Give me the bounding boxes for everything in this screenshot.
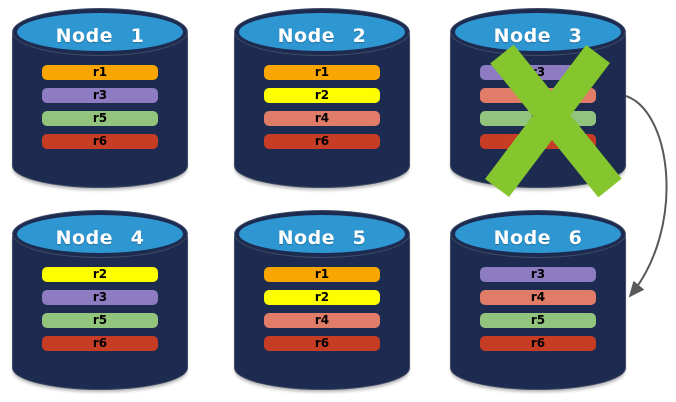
replica-label: r5 — [530, 111, 546, 125]
replica-label: r3 — [530, 267, 546, 281]
node-title: Node 1 — [55, 24, 145, 47]
replica-bar: r4 — [480, 88, 596, 103]
replica-bar: r1 — [264, 65, 380, 80]
replica-label: r4 — [530, 88, 546, 102]
cylinder-top-surface — [455, 215, 621, 253]
replica-label: r2 — [92, 267, 108, 281]
replica-label: r2 — [314, 88, 330, 102]
replica-label: r6 — [314, 336, 330, 350]
transfer-arrow-icon — [625, 95, 668, 298]
node-4: Node 4 r2 r3 r5 r6 — [12, 210, 188, 390]
replica-bar: r3 — [480, 65, 596, 80]
replica-bar: r1 — [264, 267, 380, 282]
replica-list: r3 r4 r5 r6 — [480, 267, 596, 351]
cylinder-top: Node 1 — [12, 8, 188, 56]
node-title: Node 6 — [493, 226, 583, 249]
node-6: Node 6 r3 r4 r5 r6 — [450, 210, 626, 390]
replica-bar: r4 — [480, 290, 596, 305]
replica-label: r2 — [314, 290, 330, 304]
node-title: Node 2 — [277, 24, 367, 47]
node-5: Node 5 r1 r2 r4 r6 — [234, 210, 410, 390]
replica-list: r3 r4 r5 r6 — [480, 65, 596, 149]
cylinder-top: Node 4 — [12, 210, 188, 258]
node-title: Node 5 — [277, 226, 367, 249]
node-2: Node 2 r1 r2 r4 r6 — [234, 8, 410, 188]
replica-bar: r1 — [42, 65, 158, 80]
replica-list: r1 r2 r4 r6 — [264, 267, 380, 351]
node-1: Node 1 r1 r3 r5 r6 — [12, 8, 188, 188]
cylinder-top-surface — [17, 215, 183, 253]
cylinder-top-surface — [239, 215, 405, 253]
replica-bar: r2 — [264, 88, 380, 103]
replica-label: r1 — [314, 65, 330, 79]
cylinder-top: Node 3 — [450, 8, 626, 56]
replica-list: r1 r2 r4 r6 — [264, 65, 380, 149]
replica-bar: r3 — [42, 290, 158, 305]
replica-label: r3 — [92, 290, 108, 304]
replica-label: r6 — [92, 134, 108, 148]
node-title: Node 3 — [493, 24, 583, 47]
cylinder-top-surface — [239, 13, 405, 51]
replica-label: r5 — [92, 111, 108, 125]
replica-label: r6 — [92, 336, 108, 350]
replica-bar: r5 — [42, 313, 158, 328]
replica-bar: r6 — [480, 134, 596, 149]
replica-list: r2 r3 r5 r6 — [42, 267, 158, 351]
replica-bar: r4 — [264, 111, 380, 126]
replica-bar: r6 — [264, 336, 380, 351]
cylinder-top: Node 2 — [234, 8, 410, 56]
replica-label: r4 — [530, 290, 546, 304]
replica-bar: r6 — [42, 336, 158, 351]
replica-bar: r5 — [42, 111, 158, 126]
replica-label: r3 — [530, 65, 546, 79]
replica-bar: r5 — [480, 111, 596, 126]
replica-label: r6 — [530, 336, 546, 350]
replica-label: r6 — [530, 134, 546, 148]
node-title: Node 4 — [55, 226, 145, 249]
replica-list: r1 r3 r5 r6 — [42, 65, 158, 149]
replica-label: r1 — [314, 267, 330, 281]
replica-label: r4 — [314, 111, 330, 125]
replica-label: r1 — [92, 65, 108, 79]
replica-bar: r2 — [42, 267, 158, 282]
replica-bar: r5 — [480, 313, 596, 328]
cylinder-top: Node 5 — [234, 210, 410, 258]
replica-bar: r3 — [42, 88, 158, 103]
replica-label: r4 — [314, 313, 330, 327]
node-3: Node 3 r3 r4 r5 r6 — [450, 8, 626, 188]
replica-bar: r6 — [480, 336, 596, 351]
replica-bar: r6 — [264, 134, 380, 149]
replica-label: r5 — [92, 313, 108, 327]
replica-label: r6 — [314, 134, 330, 148]
replica-label: r3 — [92, 88, 108, 102]
replica-bar: r4 — [264, 313, 380, 328]
cylinder-top: Node 6 — [450, 210, 626, 258]
replica-bar: r2 — [264, 290, 380, 305]
replica-bar: r6 — [42, 134, 158, 149]
cylinder-top-surface — [17, 13, 183, 51]
replica-label: r5 — [530, 313, 546, 327]
replica-bar: r3 — [480, 267, 596, 282]
